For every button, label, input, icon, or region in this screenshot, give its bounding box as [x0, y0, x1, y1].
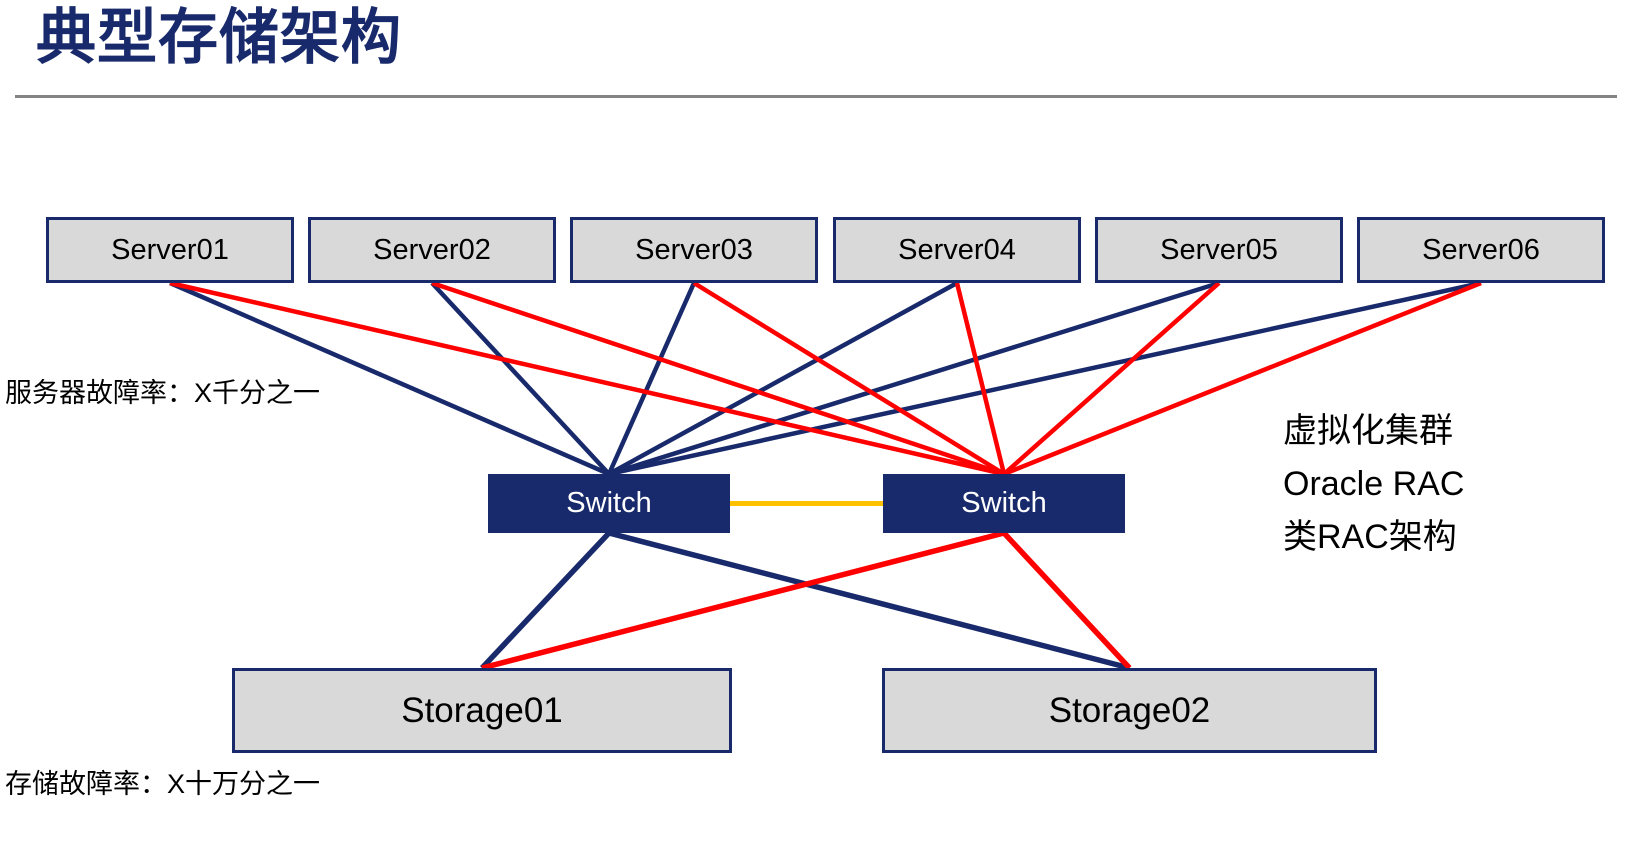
switch-right-label: Switch [961, 487, 1047, 519]
server05-label: Server05 [1160, 233, 1278, 266]
edge-server04-switch1 [607, 281, 959, 476]
storage02-label: Storage02 [1048, 690, 1211, 730]
node-server01: Server01 [46, 217, 294, 283]
page-title: 典型存储架构 [36, 4, 402, 71]
node-server04: Server04 [833, 217, 1081, 283]
server-failure-rate-label: 服务器故障率：X千分之一 [5, 378, 321, 408]
edge-server03-switch2 [692, 281, 1006, 476]
title-divider [15, 95, 1617, 98]
node-server05: Server05 [1095, 217, 1343, 283]
server06-label: Server06 [1422, 233, 1540, 266]
node-server06: Server06 [1357, 217, 1605, 283]
cluster-note-line-1: 虚拟化集群 [1283, 412, 1453, 450]
node-storage01: Storage01 [232, 668, 732, 753]
node-server03: Server03 [570, 217, 818, 283]
edge-server03-switch1 [606, 282, 697, 475]
cluster-note-line-3: 类RAC架构 [1283, 518, 1457, 556]
server01-label: Server01 [111, 233, 229, 266]
cluster-note-line-2: Oracle RAC [1283, 465, 1465, 503]
server02-label: Server02 [373, 233, 491, 266]
edge-server04-switch2 [954, 282, 1007, 475]
edge-switch2-storage02 [1001, 531, 1132, 670]
switch-left-label: Switch [566, 487, 652, 519]
node-switch-right: Switch [883, 474, 1125, 533]
edge-switch1-storage02 [608, 530, 1131, 671]
node-server02: Server02 [308, 217, 556, 283]
edge-server02-switch1 [430, 281, 611, 476]
cluster-note: 虚拟化集群 Oracle RAC 类RAC架构 [1283, 405, 1464, 564]
storage-failure-rate-label: 存储故障率：X十万分之一 [5, 769, 321, 799]
edge-switch1-storage01 [479, 531, 612, 670]
edge-server05-switch2 [1002, 281, 1221, 476]
node-switch-left: Switch [488, 474, 730, 533]
edge-server02-switch2 [431, 280, 1005, 477]
edge-server05-switch1 [608, 280, 1220, 477]
storage01-label: Storage01 [401, 690, 563, 730]
server03-label: Server03 [635, 233, 753, 266]
node-storage02: Storage02 [882, 668, 1377, 753]
server04-label: Server04 [898, 233, 1016, 266]
edge-switch2-storage01 [481, 530, 1005, 671]
